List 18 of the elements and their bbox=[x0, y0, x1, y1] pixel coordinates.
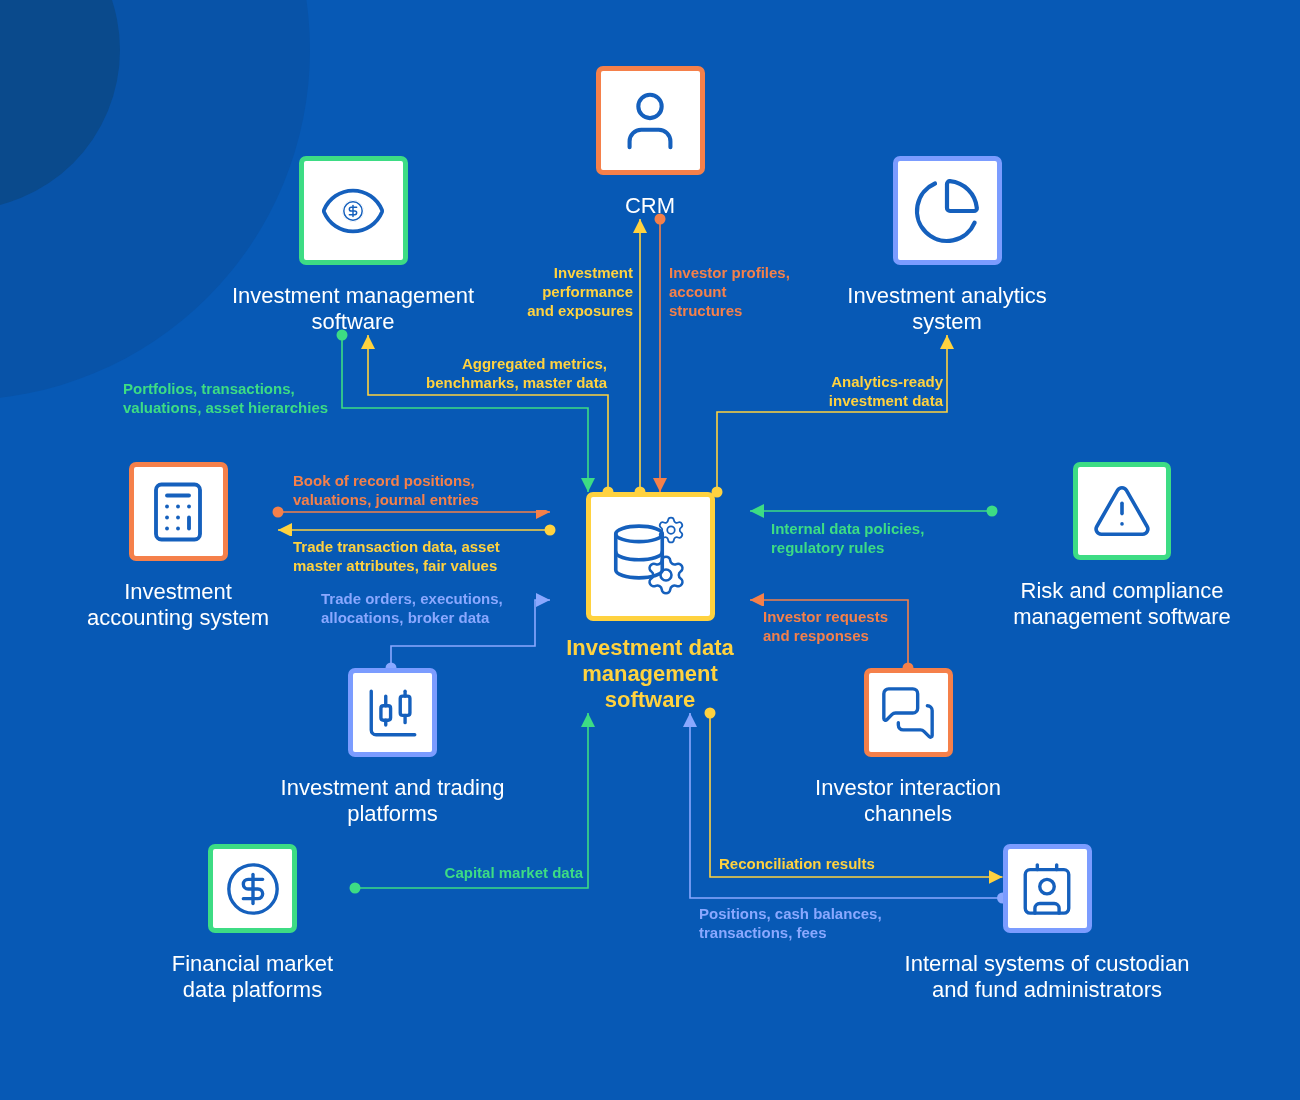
node-title: Risk and compliance management software bbox=[1012, 578, 1232, 630]
node-title: Investment management software bbox=[230, 283, 476, 335]
arrow bbox=[277, 523, 556, 537]
node-title: Investment analytics system bbox=[846, 283, 1048, 335]
arrow bbox=[749, 504, 998, 518]
node-title: Financial market data platforms bbox=[170, 951, 335, 1003]
arrow bbox=[272, 505, 551, 519]
arrow bbox=[653, 213, 667, 493]
node-title: CRM bbox=[624, 193, 676, 219]
arrow bbox=[336, 329, 595, 493]
arrow bbox=[349, 712, 595, 894]
node-title: Investment and trading platforms bbox=[279, 775, 506, 827]
arrow bbox=[711, 334, 954, 498]
node-title: Internal systems of custodian and fund administrators bbox=[903, 951, 1191, 1003]
node-title: Investment accounting system bbox=[85, 579, 271, 631]
node-title: Investor interaction channels bbox=[814, 775, 1002, 827]
arrow bbox=[704, 707, 1004, 884]
node-title: Investment data management software bbox=[565, 635, 735, 713]
